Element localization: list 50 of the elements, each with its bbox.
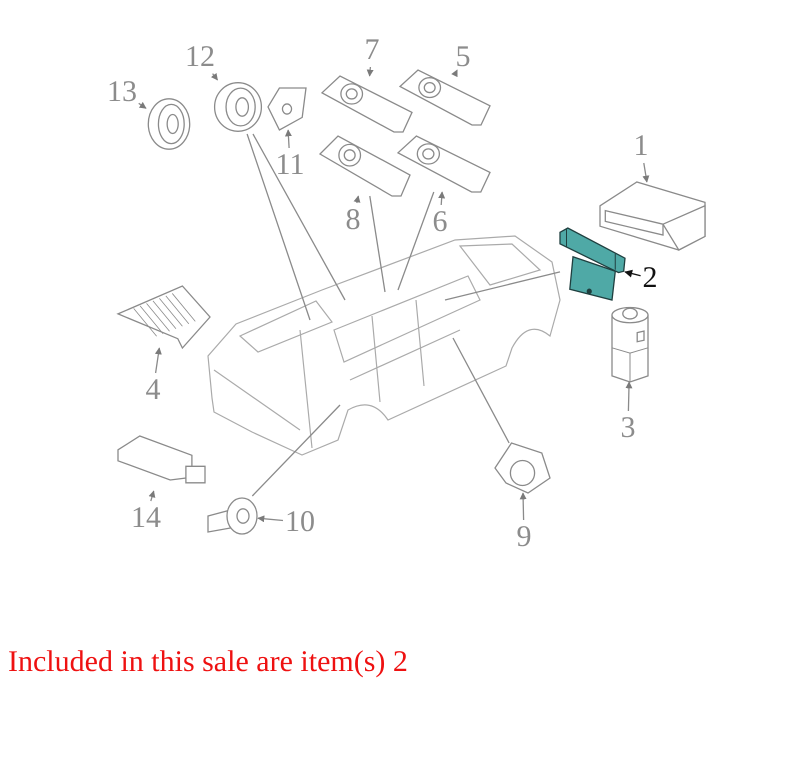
callout-number: 1 [634, 131, 648, 161]
callout-number: 11 [276, 150, 304, 180]
leader-line [246, 134, 311, 320]
callout-number: 9 [516, 522, 532, 552]
arrow [154, 347, 162, 374]
leader-line [444, 271, 560, 301]
callout-number: 3 [620, 413, 636, 443]
lamp-panel-drawing [320, 75, 413, 133]
horn-drawing [494, 442, 551, 494]
arrow [210, 72, 218, 81]
grille-module-drawing [116, 285, 211, 350]
arrow [642, 162, 650, 183]
arrow [438, 191, 446, 206]
leader-line [452, 338, 510, 444]
callout-number: 6 [432, 207, 448, 237]
speaker-drawing [214, 82, 262, 132]
lamp-panel-drawing [318, 135, 411, 197]
callout-number: 4 [146, 375, 160, 405]
leader-line [369, 196, 386, 292]
callout-number: 8 [346, 205, 360, 235]
control-module-drawing [559, 227, 626, 301]
arrow [257, 515, 284, 522]
lamp-panel-drawing [396, 135, 491, 193]
arrow [451, 69, 458, 78]
canister-drawing [611, 306, 649, 383]
arrow [148, 490, 156, 502]
callout-number: 10 [285, 507, 315, 537]
speaker-drawing [207, 497, 258, 535]
leader-line [252, 134, 346, 300]
callout-number: 7 [364, 35, 380, 65]
lamp-panel-drawing [398, 69, 491, 126]
leader-line [252, 404, 340, 496]
arrow [138, 102, 147, 109]
antenna-module-drawing [117, 435, 206, 484]
callout-number: 5 [456, 42, 470, 72]
speaker-drawing [148, 98, 190, 150]
leader-line [397, 192, 434, 290]
arrow [354, 195, 360, 204]
callout-number: 12 [185, 42, 215, 72]
bracket-plate-drawing [267, 87, 307, 131]
arrow [284, 129, 292, 148]
arrow [366, 66, 374, 77]
arrow [520, 492, 527, 520]
arrow [625, 381, 632, 412]
callout-number: 2 [642, 263, 658, 293]
arrow [624, 270, 641, 278]
caption-note: Included in this sale are item(s) 2 [8, 645, 408, 679]
callout-number: 13 [107, 77, 137, 107]
callout-number: 14 [131, 503, 161, 533]
radio-unit-drawing [599, 181, 706, 251]
